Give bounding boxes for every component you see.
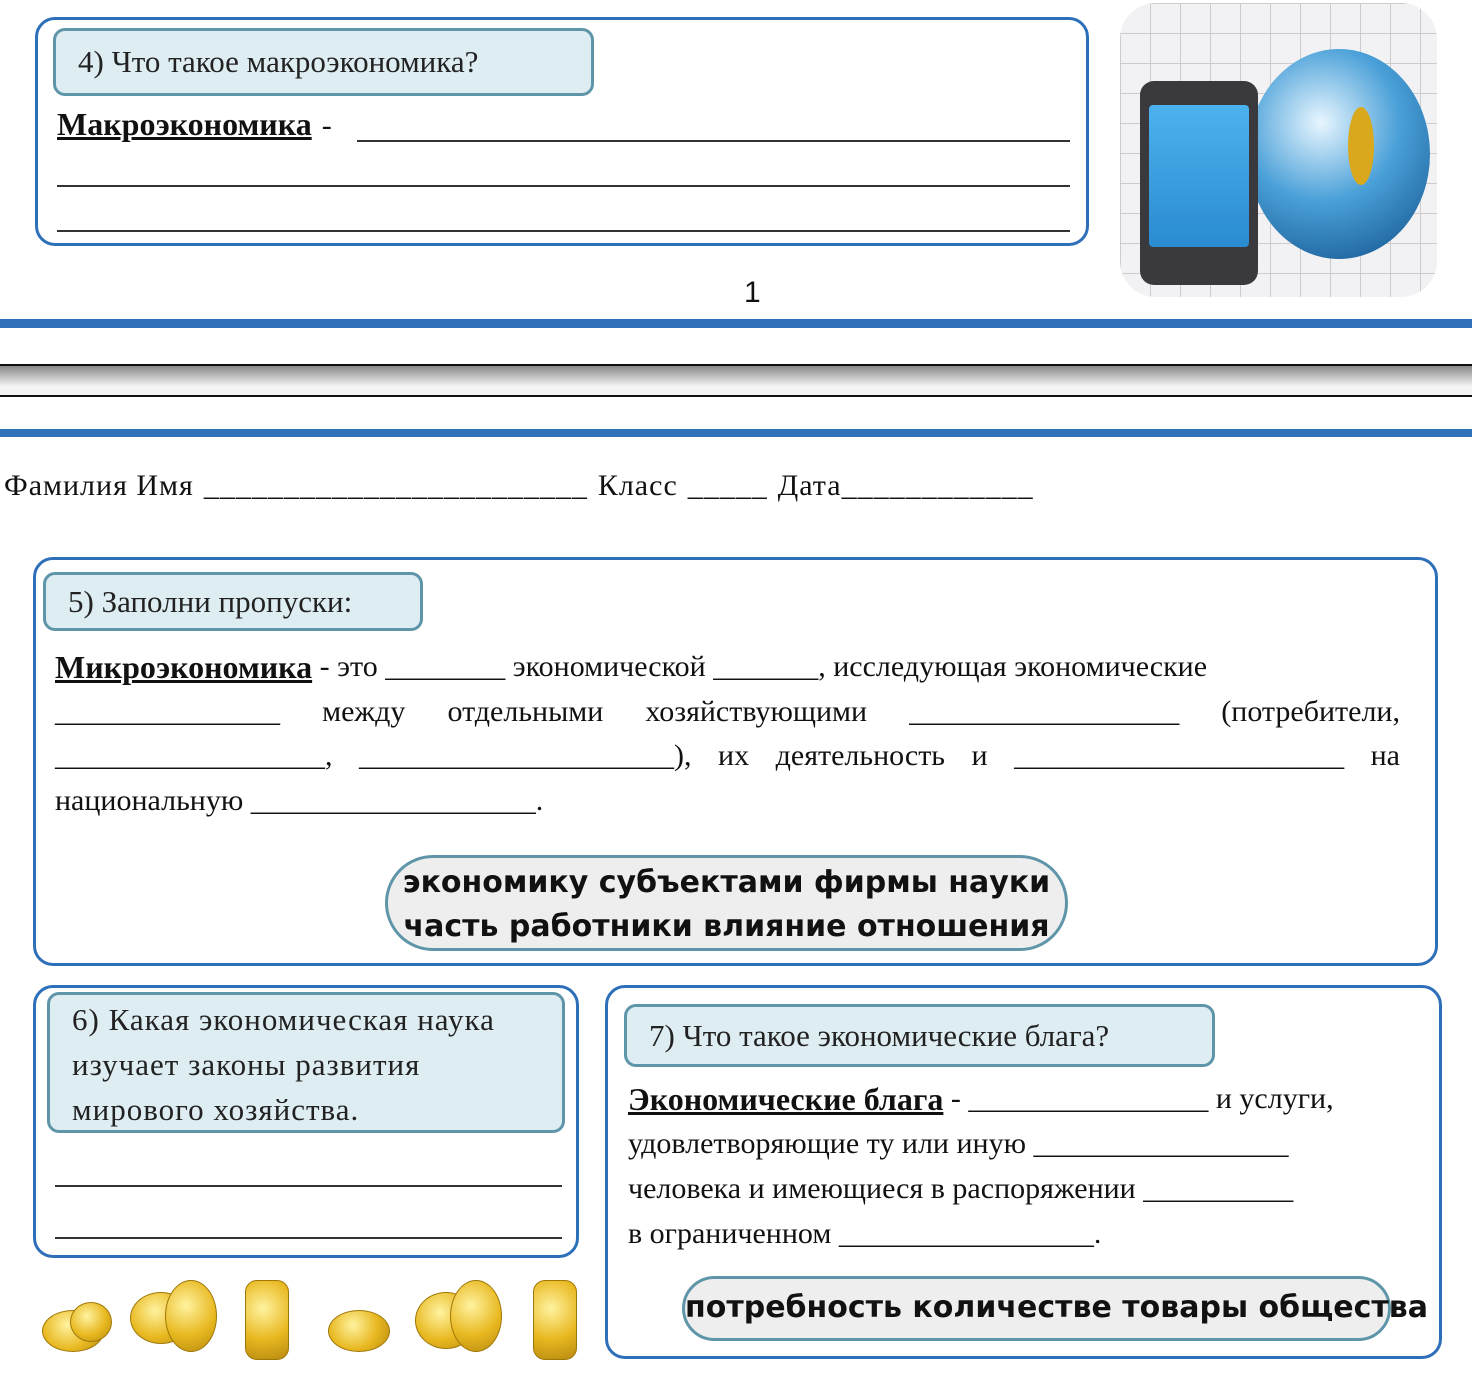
task5-line-2[interactable]: _______________ между отдельными хозяйст… xyxy=(55,695,1400,728)
task5-line-1: Микроэкономика - это ________ экономичес… xyxy=(55,647,1400,687)
task6-blank-2[interactable] xyxy=(55,1237,562,1239)
name-field[interactable]: ________________________ xyxy=(203,469,588,502)
task6-blank-1[interactable] xyxy=(55,1185,562,1187)
task5-line-3[interactable]: __________________, ____________________… xyxy=(55,739,1400,772)
task7-line-1: Экономические блага - ________________ и… xyxy=(628,1079,1405,1119)
word-bank-line: экономику субъектами фирмы науки xyxy=(402,865,1051,900)
task7-line-2[interactable]: удовлетворяющие ту или иную ____________… xyxy=(628,1127,1289,1160)
phone-icon xyxy=(1140,81,1258,285)
task7-text-1[interactable]: - ________________ и услуги, xyxy=(943,1082,1334,1115)
task7-line-3[interactable]: человека и имеющиеся в распоряжении ____… xyxy=(628,1172,1294,1205)
student-info-row: Фамилия Имя ________________________ Класс… xyxy=(4,466,1044,506)
coins-decoration xyxy=(30,1270,590,1365)
phone-globe-illustration xyxy=(1120,3,1437,297)
task5-term: Микроэкономика xyxy=(55,649,313,685)
globe-icon xyxy=(1248,49,1430,259)
task6-label-line: 6) Какая экономическая наука xyxy=(72,1002,495,1037)
task5-line-4[interactable]: национальную ___________________. xyxy=(55,784,544,817)
date-field[interactable]: ____________ xyxy=(841,469,1034,502)
bank-icon xyxy=(1149,105,1249,247)
task4-answer: Макроэкономика- xyxy=(57,104,342,146)
task6-label-line: изучает законы развития xyxy=(72,1047,421,1082)
coin-stack-icon xyxy=(245,1280,289,1360)
task5-label: 5) Заполни пропуски: xyxy=(43,572,423,631)
task4-dash: - xyxy=(321,109,332,142)
task5-text-1[interactable]: - это ________ экономической _______, ис… xyxy=(312,650,1208,683)
word-bank-line: часть работники влияние отношения xyxy=(403,909,1050,944)
date-label: Дата xyxy=(777,469,842,502)
task4-blank-3[interactable] xyxy=(57,230,1070,232)
page-number: 1 xyxy=(744,276,761,309)
task7-label: 7) Что такое экономические блага? xyxy=(624,1004,1215,1067)
task5-word-bank: экономику субъектами фирмы науки часть р… xyxy=(385,855,1068,951)
task4-blank-1[interactable] xyxy=(357,140,1070,142)
page-bottom-rule xyxy=(0,319,1472,328)
task4-blank-2[interactable] xyxy=(57,185,1070,187)
page-gap xyxy=(0,364,1472,397)
coin-stack-icon xyxy=(450,1280,502,1352)
task6-label-line: мирового хозяйства. xyxy=(72,1092,360,1127)
coin-icon xyxy=(1348,107,1374,185)
task6-label: 6) Какая экономическая наука изучает зак… xyxy=(47,992,565,1133)
task7-term: Экономические блага xyxy=(628,1081,944,1117)
coin-stack-icon xyxy=(328,1310,390,1352)
task7-word-bank: потребность количестве товары общества xyxy=(682,1276,1428,1341)
class-field[interactable]: _____ xyxy=(687,469,768,502)
coin-stack-icon xyxy=(165,1280,217,1352)
coin-stack-icon xyxy=(70,1302,112,1342)
class-label: Класс xyxy=(597,469,678,502)
page-top-rule xyxy=(0,429,1472,437)
task7-line-4[interactable]: в ограниченном _________________. xyxy=(628,1217,1102,1250)
task4-label: 4) Что такое макроэкономика? xyxy=(53,28,594,96)
task4-term: Макроэкономика xyxy=(57,106,312,142)
coin-stack-icon xyxy=(533,1280,577,1360)
name-label: Фамилия Имя xyxy=(4,469,194,502)
